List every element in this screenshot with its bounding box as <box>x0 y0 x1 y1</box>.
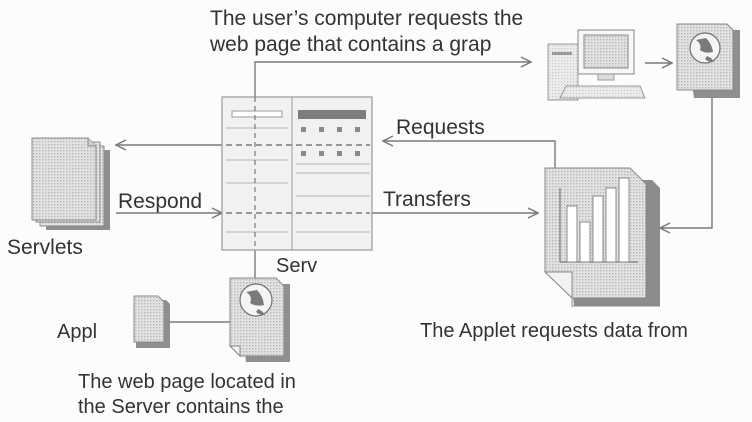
caption-user-computer-requests: The user’s computer requests the web pag… <box>210 6 523 58</box>
document-stack-icon <box>31 137 110 230</box>
caption-line: web page that contains a grap <box>210 33 492 56</box>
globe-document-icon <box>228 277 290 362</box>
label-servlets: Servlets <box>7 236 83 259</box>
caption-web-page-located: The web page located in the Server conta… <box>78 370 296 420</box>
small-document-icon <box>133 295 170 348</box>
label-applet-requests-data: The Applet requests data from <box>420 320 688 342</box>
caption-line: the Server contains the <box>78 396 284 418</box>
label-applet: Appl <box>57 321 98 343</box>
connector-webpage-to-chart <box>660 88 713 228</box>
bar-chart-document-icon <box>543 167 660 307</box>
connector-requests <box>383 141 556 168</box>
server-panel-icon <box>221 96 373 251</box>
label-respond: Respond <box>118 190 203 213</box>
label-server: Serv <box>276 255 318 277</box>
desktop-computer-icon <box>547 29 646 101</box>
label-transfers: Transfers <box>383 188 471 211</box>
caption-line: The user’s computer requests the <box>210 7 524 30</box>
label-requests: Requests <box>396 116 485 139</box>
globe-document-icon <box>676 23 740 98</box>
caption-line: The web page located in <box>78 371 296 393</box>
